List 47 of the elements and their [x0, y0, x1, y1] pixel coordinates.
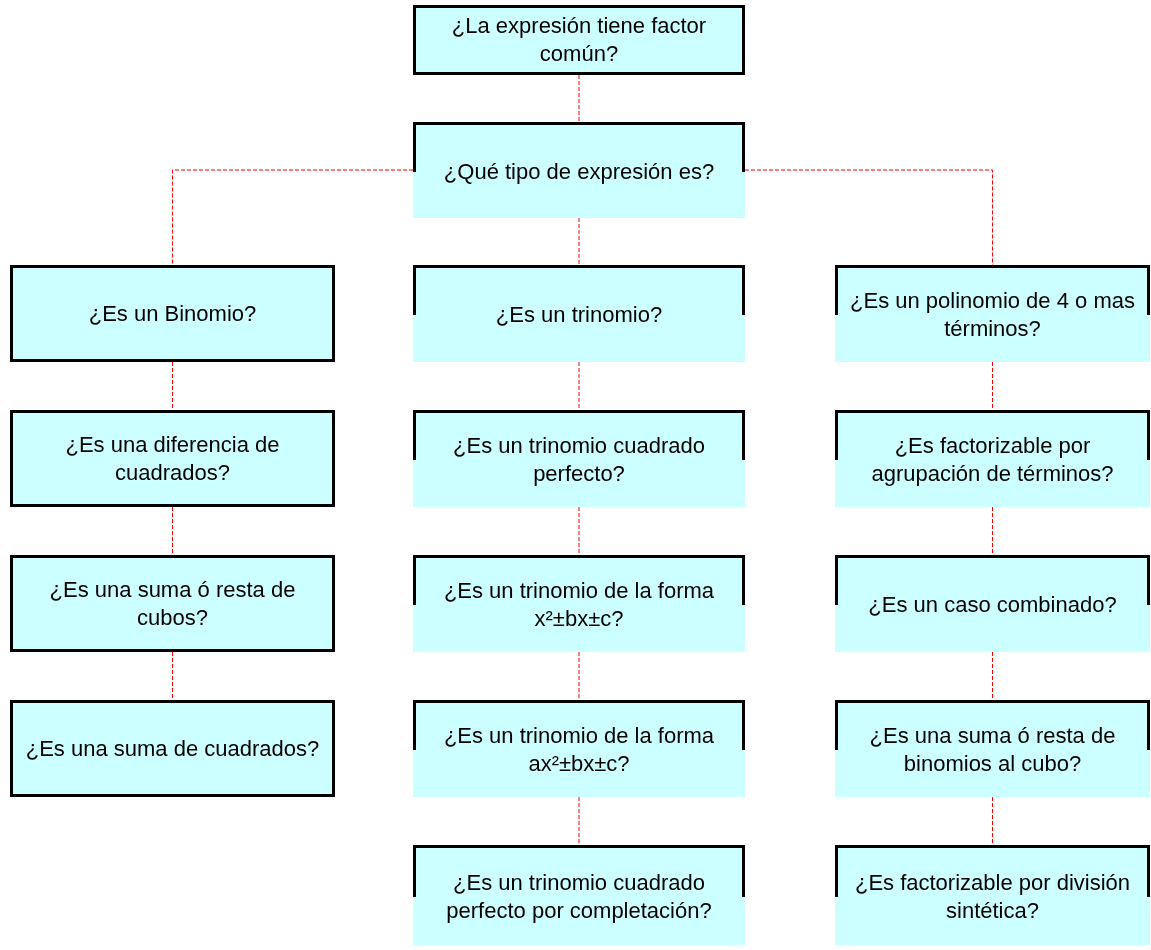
- question-text: ¿Es un trinomio cuadrado perfecto?: [452, 432, 706, 488]
- connector-line: [744, 169, 993, 266]
- question-box: [10, 265, 335, 362]
- question-text: ¿Es un caso combinado?: [868, 591, 1117, 619]
- question-text: ¿Qué tipo de expresión es?: [443, 157, 715, 186]
- connector-line: [578, 506, 580, 556]
- question-text: ¿Es una suma ó resta de binomios al cubo?: [868, 722, 1117, 778]
- question-box: [413, 410, 745, 507]
- question-text: ¿La expresión tiene factor común?: [450, 12, 708, 68]
- question-box: [835, 265, 1150, 362]
- question-box: [413, 700, 745, 797]
- question-text: ¿Es un trinomio de la forma ax²±bx±c?: [442, 722, 716, 778]
- connector-line: [992, 796, 993, 846]
- connector-line: [578, 651, 580, 701]
- question-box: [835, 555, 1150, 652]
- connector-line: [172, 506, 173, 556]
- connector-line: [992, 361, 993, 411]
- question-box: [10, 410, 335, 507]
- question-box: [413, 265, 745, 362]
- question-text: ¿Es una suma de cuadrados?: [25, 734, 320, 763]
- connector-line: [172, 651, 173, 701]
- question-text: ¿Es un trinomio?: [495, 301, 663, 329]
- connector-line: [172, 169, 414, 266]
- question-box: [413, 122, 745, 218]
- question-box: [835, 845, 1150, 945]
- question-text: ¿Es una diferencia de cuadrados?: [64, 430, 281, 487]
- question-text: ¿Es una suma ó resta de cubos?: [48, 575, 297, 632]
- connector-line: [578, 74, 580, 123]
- question-box: [10, 700, 335, 797]
- connector-line: [578, 217, 580, 266]
- question-text: ¿Es un polinomio de 4 o mas términos?: [849, 287, 1136, 343]
- question-text: ¿Es factorizable por agrupación de términos?: [870, 432, 1115, 488]
- question-text: ¿Es un trinomio cuadrado perfecto por completación?: [445, 868, 713, 925]
- question-text: ¿Es un Binomio?: [88, 299, 257, 328]
- question-box: [413, 845, 745, 945]
- connector-line: [578, 361, 580, 411]
- question-box: [835, 410, 1150, 507]
- connector-line: [992, 506, 993, 556]
- question-text: ¿Es un trinomio de la forma x²±bx±c?: [442, 577, 716, 633]
- connector-line: [578, 796, 580, 846]
- question-box: [835, 700, 1150, 797]
- question-box: [413, 5, 745, 75]
- question-text: ¿Es factorizable por división sintética?: [853, 868, 1132, 925]
- question-box: [10, 555, 335, 652]
- connector-line: [992, 651, 993, 701]
- connector-line: [172, 361, 173, 411]
- question-box: [413, 555, 745, 652]
